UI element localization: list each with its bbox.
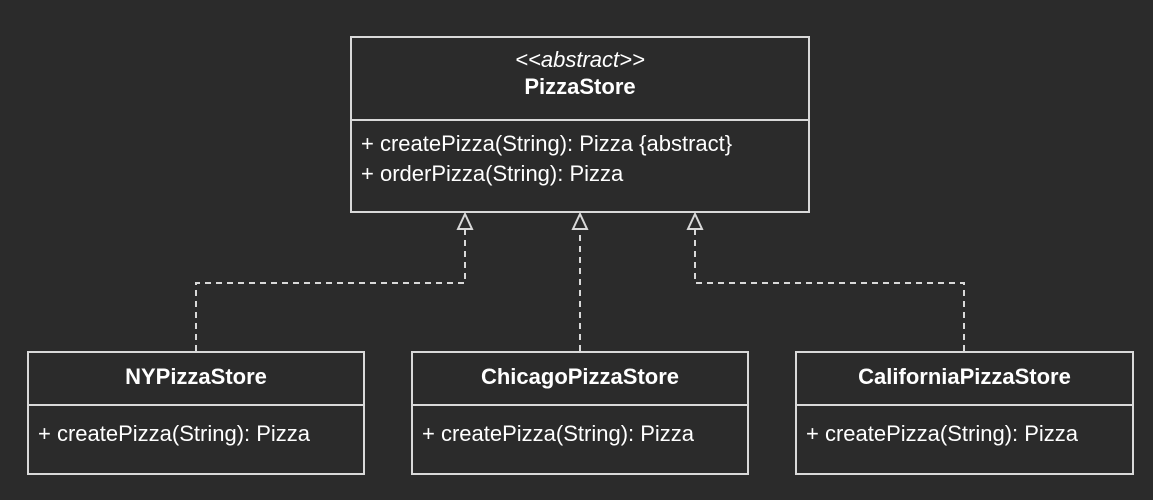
class-header: ChicagoPizzaStore [413,353,747,406]
class-chicagopizzastore[interactable]: ChicagoPizzaStore + createPizza(String):… [411,351,749,475]
class-name: CaliforniaPizzaStore [858,364,1071,389]
class-methods: + createPizza(String): Pizza [797,406,1132,449]
class-name: NYPizzaStore [125,364,267,389]
class-methods: + createPizza(String): Pizza [413,406,747,449]
method: + createPizza(String): Pizza [38,421,311,446]
edge-california-to-pizzastore [694,229,965,351]
stereotype-label: <<abstract>> [515,47,645,72]
method: + createPizza(String): Pizza [806,421,1079,446]
method: + createPizza(String): Pizza [422,421,695,446]
class-methods: + createPizza(String): Pizza {abstract} … [352,121,808,189]
realization-arrowhead-california [686,211,704,230]
method: + createPizza(String): Pizza {abstract} [361,131,733,156]
edge-ny-to-pizzastore [195,229,466,351]
realization-arrowhead-chicago [571,211,589,230]
class-methods: + createPizza(String): Pizza [29,406,363,449]
class-header: NYPizzaStore [29,353,363,406]
class-californiapizzastore[interactable]: CaliforniaPizzaStore + createPizza(Strin… [795,351,1134,475]
class-nypizzastore[interactable]: NYPizzaStore + createPizza(String): Pizz… [27,351,365,475]
realization-arrowhead-ny [456,211,474,230]
class-name: ChicagoPizzaStore [480,364,680,389]
method: + orderPizza(String): Pizza [361,161,624,186]
class-header: CaliforniaPizzaStore [797,353,1132,406]
class-header: <<abstract>> PizzaStore [352,38,808,121]
class-pizzastore[interactable]: <<abstract>> PizzaStore + createPizza(St… [350,36,810,213]
class-name: PizzaStore [524,74,636,99]
